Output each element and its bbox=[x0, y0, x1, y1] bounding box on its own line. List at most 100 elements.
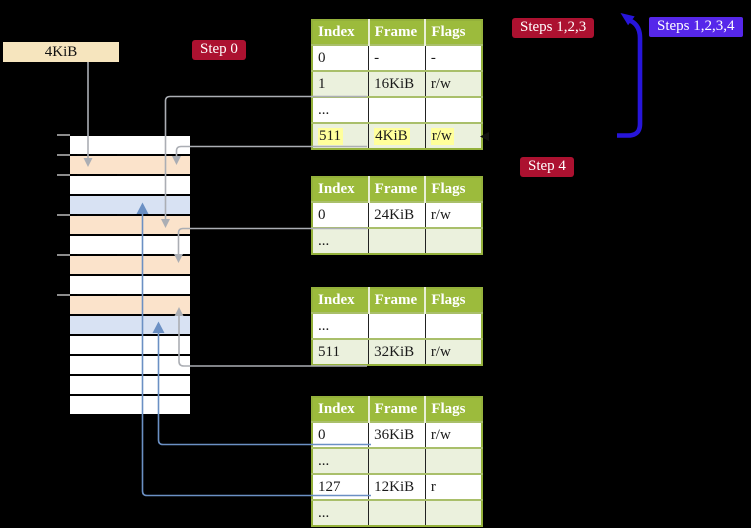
memory-frame-blue bbox=[70, 316, 190, 336]
table-cell: 36KiB bbox=[368, 421, 426, 448]
table-cell: 127 bbox=[312, 473, 369, 500]
table-cell: ... bbox=[312, 447, 369, 474]
column-header: Index bbox=[312, 288, 369, 313]
table-cell: 0 bbox=[312, 44, 369, 71]
memory-tick bbox=[57, 214, 70, 216]
table-cell bbox=[368, 227, 426, 254]
memory-frame-white bbox=[70, 356, 190, 376]
column-header: Index bbox=[312, 20, 369, 45]
table-row: ... bbox=[312, 447, 482, 474]
memory-frame-peach bbox=[70, 156, 190, 176]
memory-tick bbox=[57, 294, 70, 296]
table-cell bbox=[424, 96, 482, 123]
column-header: Flags bbox=[424, 20, 482, 45]
steps-123-label: Steps 1,2,3 bbox=[512, 18, 595, 38]
column-header: Flags bbox=[424, 177, 482, 202]
table-cell: 511 bbox=[312, 338, 369, 365]
memory-frame-peach bbox=[70, 256, 190, 276]
memory-frame-white bbox=[70, 236, 190, 256]
column-header: Frame bbox=[367, 177, 426, 202]
memory-tick bbox=[57, 134, 70, 136]
table-cell: 12KiB bbox=[368, 473, 426, 500]
table-cell: 32KiB bbox=[368, 338, 426, 365]
column-header: Flags bbox=[424, 397, 482, 422]
memory-frame-white bbox=[70, 276, 190, 296]
table-row: ... bbox=[312, 96, 482, 123]
table-cell: r/w bbox=[424, 421, 482, 448]
memory-tick bbox=[57, 154, 70, 156]
table-cell: ... bbox=[312, 499, 369, 526]
table-cell bbox=[424, 499, 482, 526]
table-cell bbox=[368, 312, 426, 339]
memory-frame-white bbox=[70, 136, 190, 156]
table-row: 0-- bbox=[312, 44, 482, 71]
column-header: Index bbox=[312, 177, 369, 202]
table-cell: 24KiB bbox=[368, 201, 426, 228]
table-cell: 511 bbox=[312, 122, 369, 149]
table-cell bbox=[424, 312, 482, 339]
table-cell: 0 bbox=[312, 421, 369, 448]
step4-label: Step 4 bbox=[520, 157, 574, 177]
table-cell: r/w bbox=[424, 338, 482, 365]
column-header: Frame bbox=[367, 397, 426, 422]
frame-size-label: 4KiB bbox=[44, 43, 78, 60]
steps-1234-label: Steps 1,2,3,4 bbox=[649, 17, 743, 37]
table-cell: 1 bbox=[312, 70, 369, 97]
loop-back-arrowhead-icon bbox=[620, 13, 635, 26]
table-cell: 4KiB bbox=[368, 122, 426, 149]
memory-frame-blue bbox=[70, 196, 190, 216]
table-cell bbox=[424, 447, 482, 474]
table-cell: r bbox=[424, 473, 482, 500]
table-cell: r/w bbox=[424, 201, 482, 228]
memory-frame-white bbox=[70, 336, 190, 356]
memory-frame-white bbox=[70, 176, 190, 196]
table-cell: ... bbox=[312, 227, 369, 254]
memory-frame-white bbox=[70, 376, 190, 396]
table-cell: 16KiB bbox=[368, 70, 426, 97]
table-cell bbox=[368, 96, 426, 123]
highlighted-value: 4KiB bbox=[374, 127, 410, 145]
table-row: ... bbox=[312, 499, 482, 526]
table-cell: ... bbox=[312, 96, 369, 123]
table-row: 511 4KiB r/w bbox=[312, 122, 482, 149]
table-cell bbox=[424, 227, 482, 254]
table-cell: r/w bbox=[424, 122, 482, 149]
highlighted-value: 511 bbox=[318, 127, 343, 145]
frame-size-box: 4KiB bbox=[3, 42, 119, 62]
loop-back-arrow bbox=[617, 18, 643, 138]
table-cell: ... bbox=[312, 312, 369, 339]
table-cell bbox=[368, 447, 426, 474]
column-header: Frame bbox=[367, 288, 426, 313]
table-row: ... bbox=[312, 227, 482, 254]
physical-memory-column bbox=[70, 134, 190, 416]
highlighted-value: r/w bbox=[430, 127, 454, 145]
column-header: Frame bbox=[367, 20, 426, 45]
table-cell: 0 bbox=[312, 201, 369, 228]
memory-frame-peach bbox=[70, 216, 190, 236]
table-cell: - bbox=[368, 44, 426, 71]
table-cell: - bbox=[424, 44, 482, 71]
memory-tick bbox=[57, 174, 70, 176]
table-cell bbox=[368, 499, 426, 526]
table-row: ... bbox=[312, 312, 482, 339]
column-header: Flags bbox=[424, 288, 482, 313]
column-header: Index bbox=[312, 397, 369, 422]
memory-tick bbox=[57, 254, 70, 256]
